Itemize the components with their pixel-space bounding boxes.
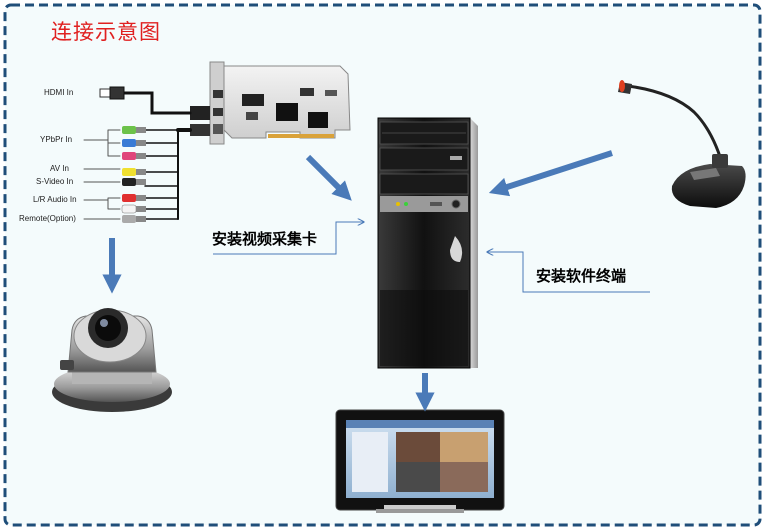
port-label-lr-audio: L/R Audio In [33,195,77,204]
port-label-svideo: S-Video In [36,177,74,186]
port-label-av: AV In [50,164,69,173]
label-install-software-terminal: 安装软件终端 [536,267,627,285]
label-install-capture-card: 安装视频采集卡 [212,230,318,248]
diagram-title: 连接示意图 [51,20,161,44]
capture-card-cables [83,86,192,220]
port-label-remote: Remote(Option) [19,214,76,223]
flow-arrows [102,150,613,412]
arrow-card-to-pc [305,154,352,201]
arrow-mic-to-pc [488,150,613,197]
port-label-ypbpr: YPbPr In [40,135,73,144]
leader-lines [213,222,650,293]
pc-tower-icon [377,117,478,369]
lcd-monitor-icon [335,409,505,513]
rca-plugs [121,126,146,223]
conference-microphone-icon [618,80,746,208]
port-label-hdmi: HDMI In [44,88,74,97]
video-capture-card-icon [190,61,351,145]
ptz-camera-icon [52,308,172,412]
